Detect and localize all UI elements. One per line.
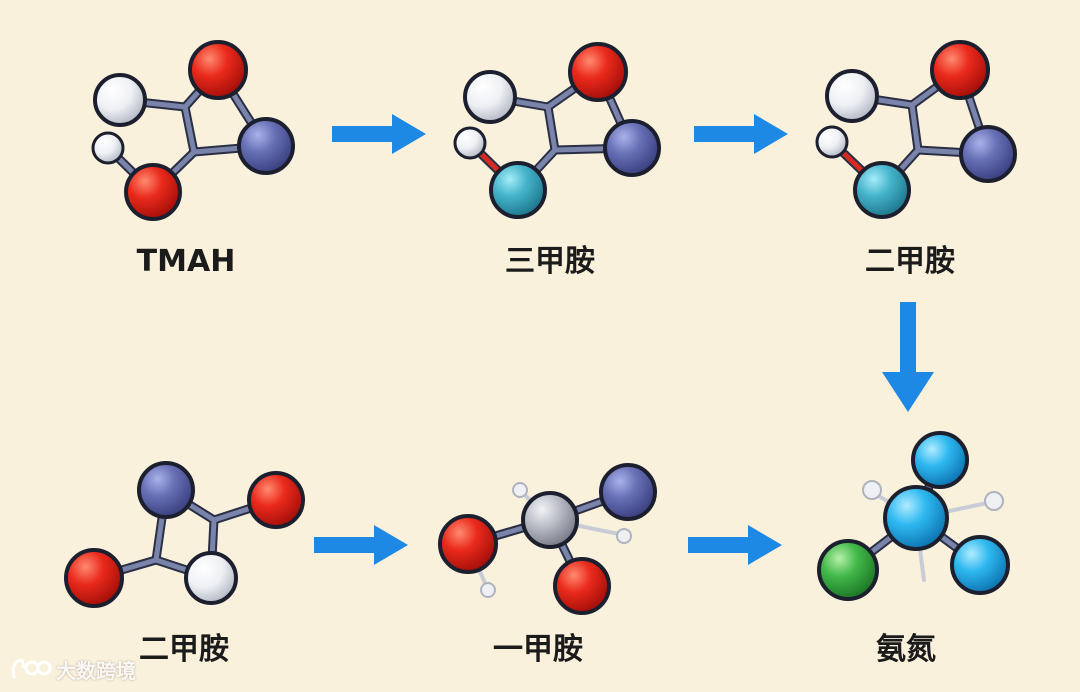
atom-nitrogen <box>137 461 195 519</box>
atom-hydrogen <box>463 70 517 124</box>
label-dimethylamine-bottom: 二甲胺 <box>139 632 229 667</box>
molecule-ammonia <box>817 431 1010 601</box>
atom-cyan <box>911 431 969 489</box>
label-dimethylamine-top: 二甲胺 <box>865 244 955 279</box>
molecule-dimethylamine-bottom <box>64 461 305 608</box>
atom-green <box>817 539 879 601</box>
atom-oxygen <box>247 471 305 529</box>
label-tmah: TMAH <box>136 244 236 279</box>
arrow-right-4 <box>688 525 782 565</box>
atom-carbon <box>521 491 579 549</box>
atom-oxygen <box>553 557 611 615</box>
molecule-tmah <box>91 40 295 221</box>
watermark-text: 大数跨境 <box>56 658 136 683</box>
atom-hydrogen <box>93 73 147 127</box>
atom-hydrogen-small <box>91 131 125 165</box>
atom-cyan-center <box>883 485 949 551</box>
atom-nitrogen <box>603 119 661 177</box>
atom-oxygen <box>188 40 248 100</box>
arrow-right-2 <box>694 114 788 154</box>
atom-oxygen <box>568 42 628 102</box>
atom-oxygen <box>124 163 182 221</box>
molecule-methylamine <box>438 463 657 615</box>
label-ammonia: 氨氮 <box>876 632 936 667</box>
watermark: 大数跨境 <box>8 652 136 686</box>
atom-oxygen <box>438 514 498 574</box>
molecule-dimethylamine-top <box>815 40 1017 219</box>
atom-hydrogen <box>825 69 879 123</box>
atom-hydrogen-small <box>453 126 487 160</box>
label-trimethylamine: 三甲胺 <box>505 244 595 279</box>
atom-teal <box>489 161 547 219</box>
arrow-down <box>882 302 934 412</box>
watermark-logo-icon <box>11 658 52 679</box>
atom-teal <box>853 161 911 219</box>
atom-nitrogen <box>959 125 1017 183</box>
atom-hydrogen <box>184 551 238 605</box>
arrow-right-3 <box>314 525 408 565</box>
molecule-trimethylamine <box>453 42 661 219</box>
atom-nitrogen <box>237 117 295 175</box>
arrow-right-1 <box>332 114 426 154</box>
atom-oxygen <box>930 40 990 100</box>
atom-cyan <box>950 535 1010 595</box>
atom-hydrogen-small <box>815 125 849 159</box>
label-methylamine: 一甲胺 <box>493 632 583 667</box>
atom-nitrogen <box>599 463 657 521</box>
atom-oxygen <box>64 548 124 608</box>
